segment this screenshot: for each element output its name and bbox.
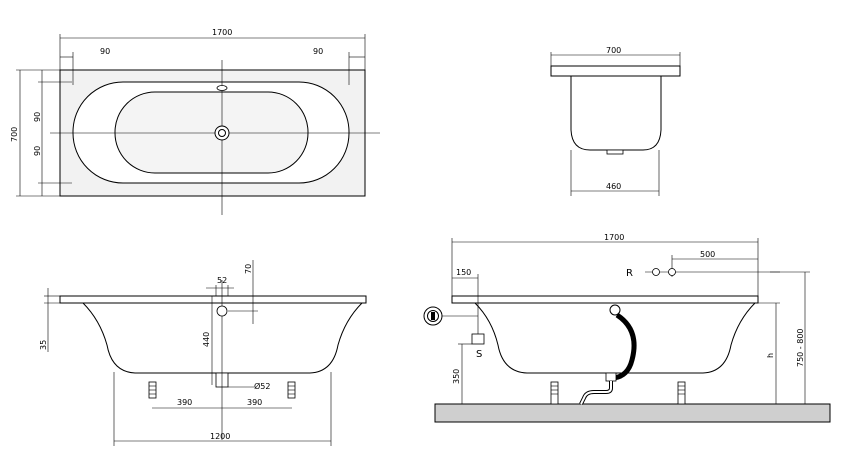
mixer-knob-icon (652, 268, 660, 276)
foot-right-view-right-icon (677, 381, 686, 405)
side-feet-span-label: 1200 (210, 432, 230, 441)
end-top-width-label: 700 (606, 46, 621, 55)
tub-top-bottom-oval (114, 91, 309, 174)
side-top-offset-label: 70 (244, 264, 253, 274)
side-view-right: 1700 150 500 R 750 - 800 h S 350 (423, 233, 831, 423)
right-label-h: h (766, 353, 775, 358)
right-height-350-label: 350 (452, 369, 461, 384)
right-r-offset-label: 500 (700, 250, 715, 259)
foot-right-view-left-icon (550, 381, 559, 405)
floor (434, 403, 831, 423)
side-right-body (473, 302, 757, 374)
top-left-margin-label: 90 (100, 47, 110, 56)
spout-icon (668, 268, 676, 276)
end-bottom-width-label: 460 (606, 182, 621, 191)
right-length-label: 1700 (604, 233, 624, 242)
side-left-body (81, 302, 364, 374)
waste-pipe (613, 312, 637, 381)
overflow-icon (216, 85, 228, 91)
end-view: 700 460 (550, 46, 681, 196)
right-label-r: R (626, 268, 633, 279)
top-length-label: 1700 (212, 28, 232, 37)
top-width-label: 700 (10, 127, 19, 142)
side-foot-left-label: 390 (177, 398, 192, 407)
side-left-rim (59, 295, 367, 304)
side-view-left: 52 70 440 35 Ø52 390 390 1200 (39, 260, 367, 446)
end-rim (550, 65, 681, 77)
right-overflow-offset-label: 150 (456, 268, 471, 277)
top-right-margin-label: 90 (313, 47, 323, 56)
side-foot-right-label: 390 (247, 398, 262, 407)
top-inner-bottom-label: 90 (33, 146, 42, 156)
side-right-rim (451, 295, 759, 304)
right-label-s: S (476, 349, 482, 360)
side-drain-width-label: 52 (217, 276, 227, 285)
top-view: 1700 90 90 700 90 90 (10, 28, 380, 215)
side-height-440-label: 440 (202, 332, 211, 347)
right-height-range-label: 750 - 800 (796, 328, 805, 367)
end-body (570, 75, 662, 151)
side-overflow-icon (216, 305, 228, 317)
top-inner-top-label: 90 (33, 112, 42, 122)
waste-connector-icon (471, 333, 485, 345)
side-rim-label: 35 (39, 340, 48, 350)
side-drain-dia-label: Ø52 (254, 381, 270, 391)
